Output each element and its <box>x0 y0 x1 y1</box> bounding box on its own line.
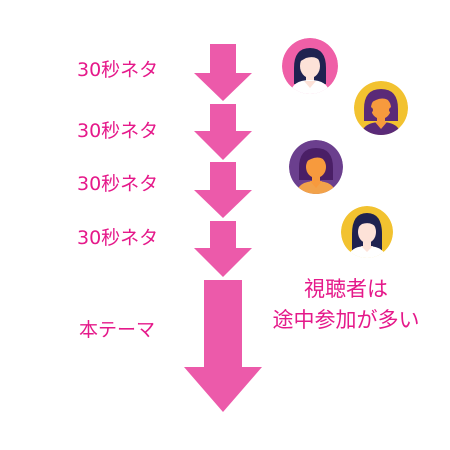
main-theme-label: 本テーマ <box>79 319 156 341</box>
segment-arrow-1 <box>194 44 252 101</box>
segment-arrow-2 <box>194 104 252 160</box>
segment-label: 30秒ネタ <box>77 173 159 195</box>
segment-label: 30秒ネタ <box>77 120 159 142</box>
viewer-note-line: 途中参加が多い <box>272 308 420 332</box>
viewer-note-line: 視聴者は <box>304 277 388 301</box>
main-arrow <box>184 280 262 412</box>
segment-arrow-3 <box>194 162 252 218</box>
woman-avatar-icon <box>282 38 338 94</box>
segment-label: 30秒ネタ <box>77 227 159 249</box>
segment-arrow-4 <box>194 221 252 277</box>
viewer-note: 視聴者は 途中参加が多い <box>262 274 430 336</box>
woman-avatar-icon <box>289 140 343 194</box>
woman-avatar-icon <box>341 206 393 258</box>
segment-label: 30秒ネタ <box>77 59 159 81</box>
woman-avatar-icon <box>354 81 408 135</box>
